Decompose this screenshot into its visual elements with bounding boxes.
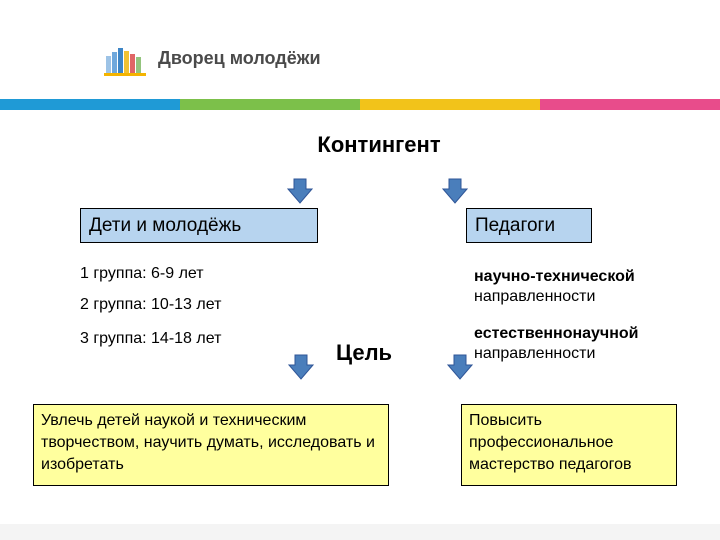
stripe-segment (540, 99, 720, 110)
stripe-segment (180, 99, 360, 110)
teachers-heading-box: Педагоги (466, 208, 592, 243)
age-group-item: 2 группа: 10-13 лет (80, 296, 222, 313)
direction-name: научно-технической (474, 268, 635, 285)
direction-item: научно-технической направленности (474, 267, 635, 307)
arrow-down-icon (288, 354, 314, 380)
page-title: Контингент (317, 132, 441, 157)
arrow-down-icon (442, 178, 468, 204)
youth-goal-box: Увлечь детей наукой и техническим творче… (33, 404, 389, 486)
logo: Дворец молодёжи (104, 42, 334, 78)
books-logo-icon (104, 48, 146, 76)
stripe-segment (360, 99, 540, 110)
age-group-item: 1 группа: 6-9 лет (80, 265, 204, 282)
youth-heading-box: Дети и молодёжь (80, 208, 318, 243)
teachers-goal-box: Повысить профессиональное мастерство пед… (461, 404, 677, 486)
direction-suffix: направленности (474, 288, 596, 305)
logo-text: Дворец молодёжи (158, 48, 321, 68)
bottom-bar (0, 524, 720, 540)
goal-label: Цель (336, 340, 393, 365)
stripe-segment (0, 99, 180, 110)
direction-suffix: направленности (474, 345, 596, 362)
age-group-item: 3 группа: 14-18 лет (80, 330, 222, 347)
arrow-down-icon (287, 178, 313, 204)
arrow-down-icon (447, 354, 473, 380)
direction-item: естественнонаучной направленности (474, 324, 639, 364)
color-stripe (0, 99, 720, 110)
direction-name: естественнонаучной (474, 325, 639, 342)
